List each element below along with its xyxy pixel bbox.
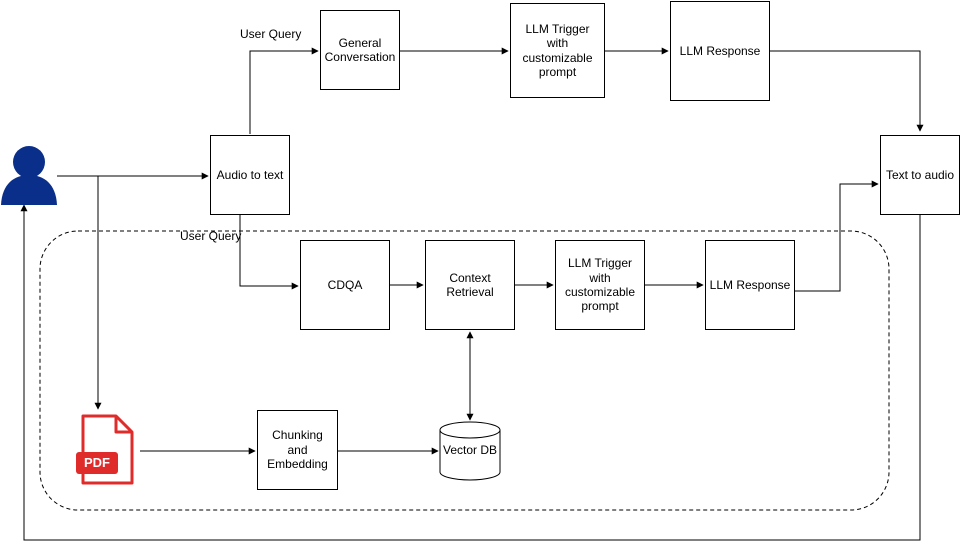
edge-response-to-tts	[770, 50, 924, 132]
pdf-badge-label: PDF	[84, 455, 110, 470]
pdf-file-icon	[76, 414, 134, 485]
node-llm-response-bottom-label: LLM Response	[709, 277, 791, 292]
node-llm-trigger-top: LLM Trigger with customizable prompt	[510, 3, 605, 98]
node-llm-trigger-bottom-label: LLM Trigger with customizable prompt	[564, 256, 636, 314]
node-chunking-embedding-label: Chunking and Embedding	[267, 428, 328, 472]
node-llm-response-top-label: LLM Response	[679, 43, 761, 58]
edge-tts-to-user	[20, 204, 921, 541]
edge-label-user-query-top: User Query	[240, 27, 302, 41]
node-context-retrieval-label: Context Retrieval	[446, 270, 494, 299]
node-llm-trigger-top-label: LLM Trigger with customizable prompt	[522, 21, 593, 79]
edge-label-user-query-bottom: User Query	[180, 229, 242, 243]
node-llm-response-top: LLM Response	[670, 1, 770, 101]
user-icon	[1, 146, 57, 205]
node-general-conversation-label: General Conversation	[324, 35, 396, 64]
edge-audio-to-cdqa	[239, 215, 299, 290]
node-llm-response-bottom: LLM Response	[705, 240, 795, 330]
node-text-to-audio: Text to audio	[880, 135, 960, 215]
node-audio-to-text: Audio to text	[210, 135, 290, 215]
node-cdqa: CDQA	[300, 240, 390, 330]
node-text-to-audio-label: Text to audio	[885, 167, 955, 182]
node-audio-to-text-label: Audio to text	[216, 167, 284, 182]
node-vector-db-label: Vector DB	[442, 443, 498, 457]
edge-audio-to-general	[249, 47, 319, 134]
database-icon	[439, 421, 501, 481]
retrieval-pipeline-boundary	[39, 230, 890, 511]
node-cdqa-label: CDQA	[327, 277, 363, 292]
node-llm-trigger-bottom: LLM Trigger with customizable prompt	[555, 240, 645, 330]
edge-response-to-tts-bottom	[795, 180, 879, 292]
node-chunking-embedding: Chunking and Embedding	[257, 410, 338, 490]
node-general-conversation: General Conversation	[320, 10, 400, 90]
node-context-retrieval: Context Retrieval	[425, 240, 515, 330]
